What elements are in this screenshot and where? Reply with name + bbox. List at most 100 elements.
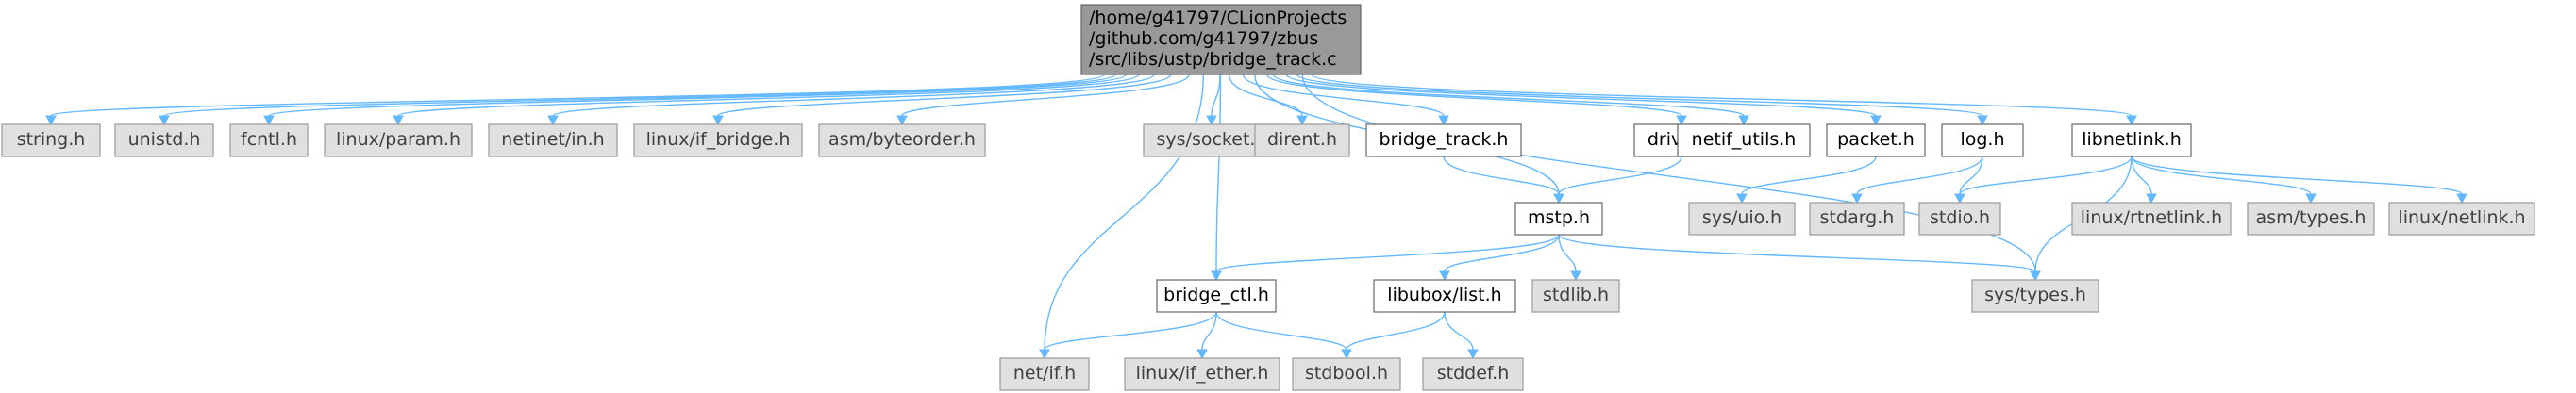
edge-line	[1311, 74, 2133, 117]
node-stdlib: stdlib.h	[1531, 279, 1620, 313]
node-label: linux/if_ether.h	[1136, 363, 1269, 384]
node-box	[1531, 279, 1620, 313]
node-asm-types: asm/types.h	[2247, 202, 2375, 236]
node-box	[999, 357, 1090, 391]
edge-mstp-to-sys_types	[1558, 234, 2041, 282]
node-label: unistd.h	[128, 129, 201, 150]
edge-root-to-linux_if_bridge	[712, 74, 1172, 126]
edge-root-to-fcntl	[263, 74, 1127, 126]
node-box	[488, 123, 618, 157]
node-unistd: unistd.h	[114, 123, 214, 157]
node-box	[633, 123, 803, 157]
node-box	[1422, 357, 1524, 391]
node-label: stdio.h	[1930, 207, 1990, 228]
nodes-layer: /home/g41797/CLionProjects/github.com/g4…	[1, 4, 2535, 391]
edge-arrowhead	[1211, 270, 1222, 282]
edge-line	[1444, 234, 1560, 272]
edge-line	[1558, 234, 1577, 272]
node-linux-if-bridge: linux/if_bridge.h	[633, 123, 803, 157]
edge-mstp-to-stdlib	[1558, 234, 1581, 282]
node-libubox-list[interactable]: libubox/list.h	[1373, 279, 1516, 313]
edge-packet-to-sys_uio	[1736, 156, 1877, 205]
edge-driver-to-mstp	[1553, 156, 1682, 205]
edge-arrowhead	[1736, 193, 1748, 205]
node-label: stddef.h	[1437, 363, 1510, 384]
node-box	[1941, 123, 2024, 157]
edge-line	[1856, 156, 1983, 195]
node-libnetlink[interactable]: libnetlink.h	[2071, 123, 2192, 157]
edge-arrowhead	[1039, 349, 1050, 360]
edge-log-to-stdarg	[1851, 156, 1983, 205]
edge-line	[1443, 156, 1560, 195]
node-label: /github.com/g41797/zbus	[1089, 28, 1318, 49]
node-box	[1918, 202, 2001, 236]
node-label: fcntl.h	[241, 129, 297, 150]
node-label: bridge_ctl.h	[1163, 285, 1269, 305]
node-label: libnetlink.h	[2082, 129, 2181, 150]
node-box	[2071, 123, 2192, 157]
edge-line	[2131, 156, 2312, 195]
edge-line	[397, 74, 1140, 117]
node-box	[229, 123, 309, 157]
node-root[interactable]: /home/g41797/CLionProjects/github.com/g4…	[1080, 4, 1362, 75]
edge-line	[1959, 156, 1983, 195]
edge-arrowhead	[1553, 193, 1564, 205]
node-sys-types: sys/types.h	[1971, 279, 2099, 313]
node-box	[2247, 202, 2375, 236]
node-netif-utils[interactable]: netif_utils.h	[1677, 123, 1811, 157]
edge-line	[717, 74, 1172, 117]
node-asm-byteorder: asm/byteorder.h	[818, 123, 986, 157]
node-label: asm/types.h	[2256, 207, 2367, 228]
node-box	[1124, 357, 1280, 391]
edge-arrowhead	[1676, 115, 1687, 126]
edge-bridge_ctl-to-stdbool	[1215, 311, 1352, 360]
node-label: linux/rtnetlink.h	[2081, 207, 2222, 228]
edge-root-to-netif_utils	[1272, 74, 1749, 126]
edge-arrowhead	[1870, 115, 1882, 126]
edge-libnetlink-to-asm_types	[2131, 156, 2317, 205]
node-box	[1373, 279, 1516, 313]
node-label: mstp.h	[1528, 207, 1590, 228]
edge-libubox_list-to-stddef	[1444, 311, 1479, 360]
node-log[interactable]: log.h	[1941, 123, 2024, 157]
node-box	[1971, 279, 2099, 313]
node-label: log.h	[1960, 129, 2004, 150]
edge-root-to-packet	[1285, 74, 1882, 126]
node-box	[324, 123, 473, 157]
edge-line	[1558, 156, 1682, 195]
edge-line	[1959, 156, 2133, 195]
node-label: stdbool.h	[1305, 363, 1388, 384]
edge-arrowhead	[712, 115, 724, 126]
edge-root-to-sys_socket	[1206, 74, 1221, 126]
node-mstp[interactable]: mstp.h	[1514, 202, 1603, 236]
node-bridge-ctl[interactable]: bridge_ctl.h	[1156, 279, 1277, 313]
node-packet[interactable]: packet.h	[1826, 123, 1926, 157]
edge-libnetlink-to-linux_netlink	[2131, 156, 2467, 205]
node-label: netif_utils.h	[1692, 129, 1797, 150]
edge-bridge_track_h-to-mstp	[1443, 156, 1564, 205]
edge-line	[1215, 234, 1560, 272]
node-label: linux/netlink.h	[2398, 207, 2525, 228]
edge-arrowhead	[1196, 349, 1208, 360]
node-label: sys/types.h	[1984, 285, 2086, 305]
edge-arrowhead	[1296, 115, 1308, 126]
node-label: packet.h	[1837, 129, 1915, 150]
edge-arrowhead	[547, 115, 559, 126]
edge-root-to-libnetlink	[1311, 74, 2137, 126]
edge-line	[1215, 74, 1222, 272]
node-box	[1365, 123, 1522, 157]
edge-root-to-asm_byteorder	[896, 74, 1190, 126]
edge-arrowhead	[896, 115, 908, 126]
edge-arrowhead	[45, 115, 57, 126]
edge-line	[163, 74, 1116, 117]
node-bridge-track-h[interactable]: bridge_track.h	[1365, 123, 1522, 157]
edge-line	[901, 74, 1190, 117]
node-box	[114, 123, 214, 157]
node-linux-param: linux/param.h	[324, 123, 473, 157]
node-label: libubox/list.h	[1387, 285, 1501, 305]
edge-line	[1301, 74, 2036, 272]
edge-arrowhead	[393, 115, 404, 126]
edge-arrowhead	[1467, 349, 1479, 360]
edge-arrowhead	[1738, 115, 1749, 126]
edge-arrowhead	[2305, 193, 2317, 205]
